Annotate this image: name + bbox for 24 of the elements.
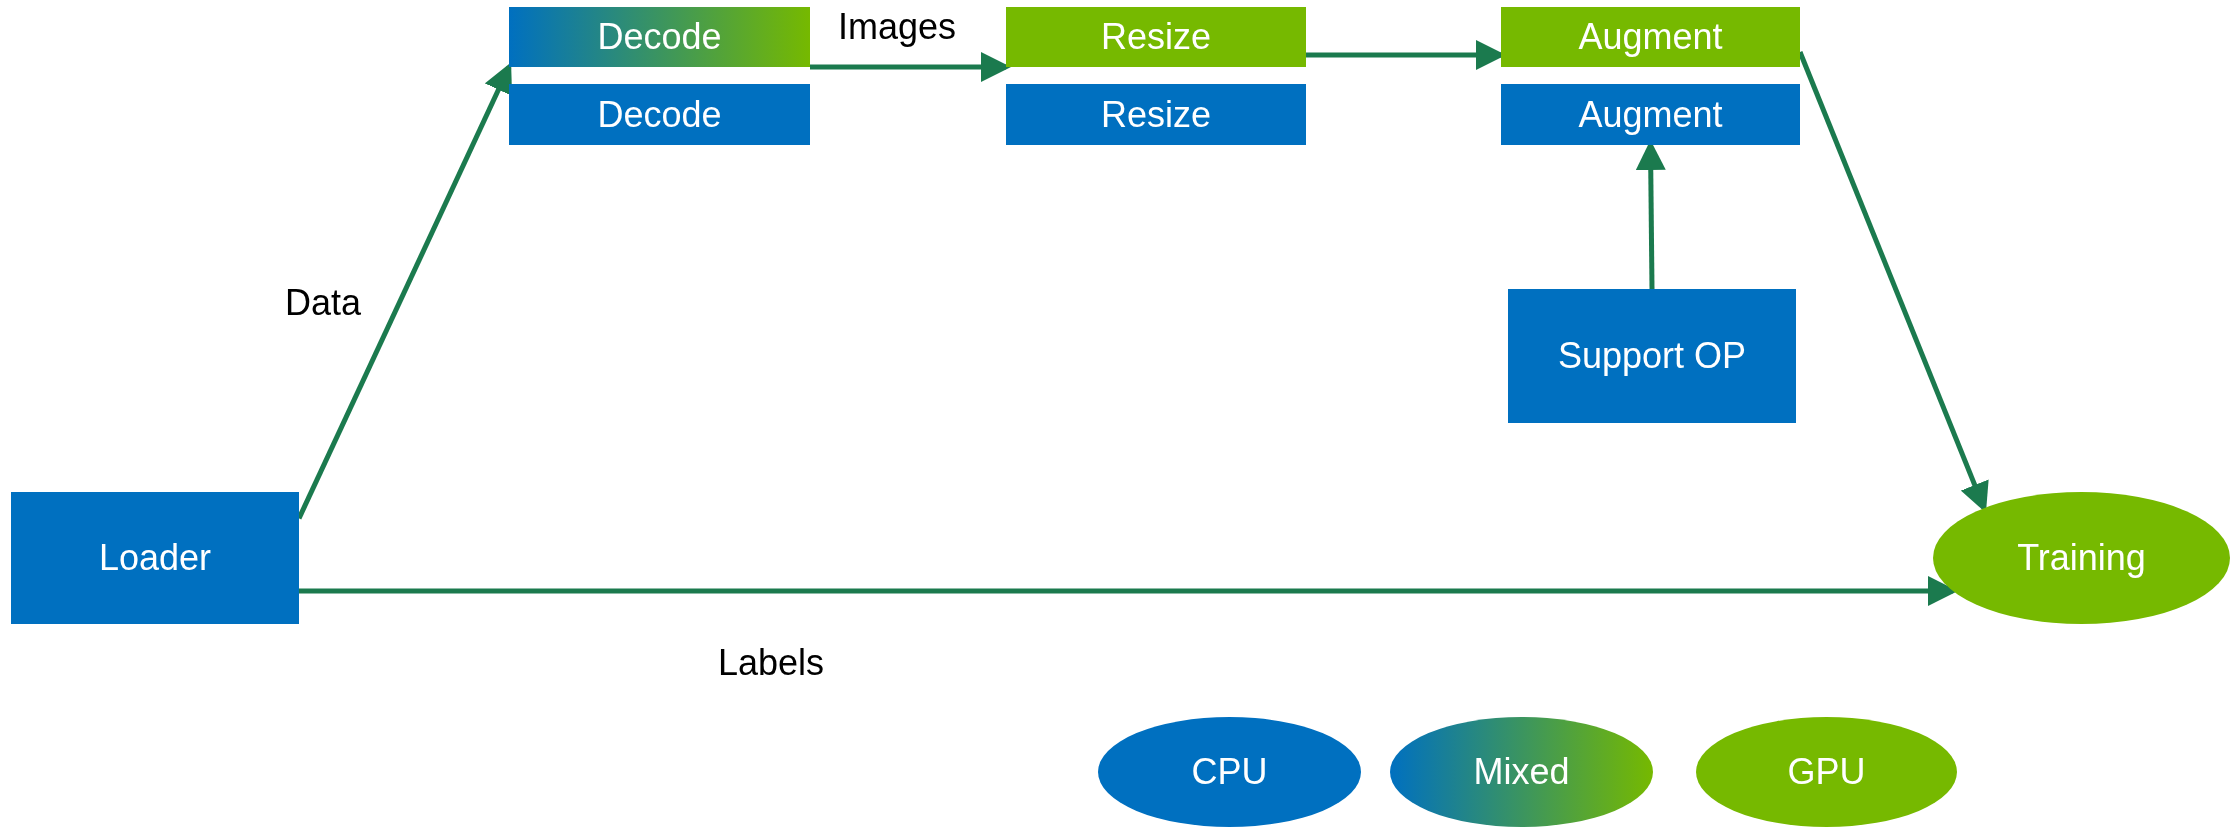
node-label: Decode (597, 19, 722, 55)
cpu-stage-box (1501, 84, 1800, 145)
node-label: Loader (98, 540, 212, 576)
process-box (11, 492, 299, 624)
edge-label: Labels (718, 641, 825, 685)
node-label: Augment (1578, 96, 1723, 133)
node-label: GPU (1787, 754, 1866, 790)
node-label: CPU (1191, 754, 1268, 790)
node-label: Resize (1100, 96, 1211, 133)
cpu-stage-box (1006, 84, 1306, 145)
node-label: Support OP (1557, 338, 1747, 374)
cpu-stage-box (509, 84, 810, 145)
node-label: Training (2017, 540, 2146, 576)
mixed-stage-box (509, 7, 810, 67)
edge-label: Data (285, 281, 362, 325)
node-label: Decode (597, 96, 722, 133)
gpu-stage-box (1501, 7, 1800, 67)
node-label: Augment (1578, 19, 1723, 55)
gpu-stage-box (1006, 7, 1306, 67)
edge-label: Images (838, 5, 957, 49)
node-label: Resize (1100, 19, 1211, 55)
process-box (1508, 289, 1796, 423)
node-label: Mixed (1473, 754, 1570, 790)
arrow (810, 52, 1011, 82)
